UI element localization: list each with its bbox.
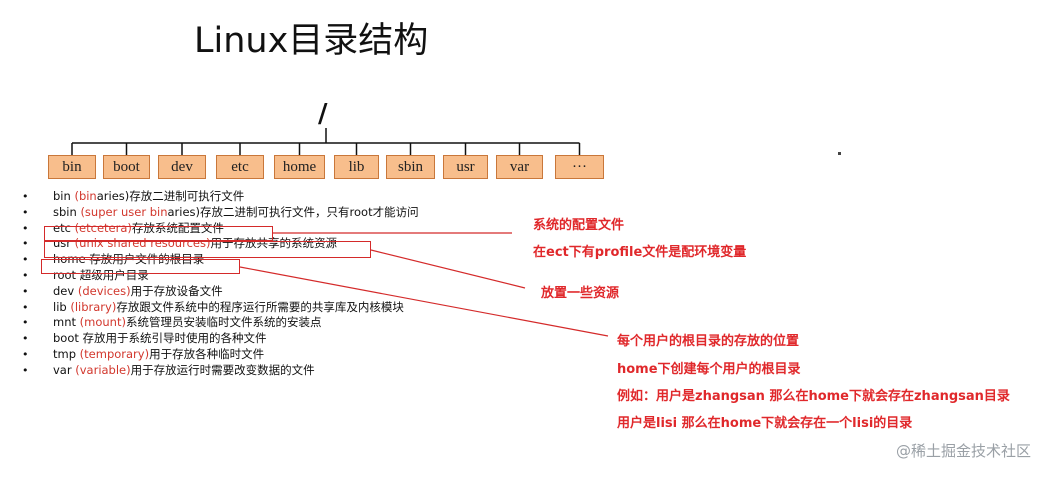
list-item-bin: •bin (binaries)存放二进制可执行文件 [22,189,245,203]
list-item-usr: •usr (unix shared resources)用于存放共享的系统资源 [22,236,337,251]
bullet: • [22,237,29,251]
note-home-location: 每个用户的根目录的存放的位置 [617,334,800,349]
directory-box-more: ··· [555,155,604,179]
bullet: • [22,268,29,282]
directory-box-etc: etc [216,155,264,179]
bullet: • [22,300,29,314]
bullet: • [22,332,29,346]
directory-box-bin: bin [48,155,96,179]
directory-box-sbin: sbin [386,155,435,179]
bullet: • [22,221,29,235]
root-directory-label: / [318,99,328,129]
list-item-root: •root 超级用户目录 [22,267,149,282]
directory-box-boot: boot [103,155,150,179]
bullet: • [22,284,29,298]
directory-box-var: var [496,155,543,179]
bullet: • [22,363,29,377]
list-item-etc: •etc (etcetera)存放系统配置文件 [22,220,224,235]
highlight-box-usr [44,241,371,258]
list-item-tmp: •tmp (temporary)用于存放各种临时文件 [22,346,265,361]
note-home-example-zhangsan: 例如：用户是zhangsan 那么在home下就会存在zhangsan目录 [617,389,1010,404]
bullet: • [22,205,29,219]
page-title: Linux目录结构 [194,21,429,61]
stray-dot [838,152,841,155]
list-item-var: •var (variable)用于存放运行时需要改变数据的文件 [22,362,315,377]
note-usr-resources: 放置一些资源 [541,286,620,301]
directory-box-home: home [274,155,325,179]
bullet: • [22,253,29,267]
list-item-dev: •dev (devices)用于存放设备文件 [22,283,223,298]
watermark: @稀土掘金技术社区 [895,442,1031,460]
bullet: • [22,190,29,203]
highlight-box-home [41,259,240,274]
directory-box-usr: usr [443,155,488,179]
list-item-mnt: •mnt (mount)系统管理员安装临时文件系统的安装点 [22,315,322,330]
directory-description-list: •bin (binaries)存放二进制可执行文件 •sbin (super u… [22,189,419,379]
bullet: • [22,347,29,361]
note-etc-config: 系统的配置文件 [533,218,625,233]
note-etc-profile: 在ect下有profile文件是配环境变量 [533,245,747,260]
highlight-box-etc [44,226,273,241]
note-home-example-lisi: 用户是lisi 那么在home下就会存在一个lisi的目录 [617,416,913,431]
list-item-sbin: •sbin (super user binaries)存放二进制可执行文件，只有… [22,204,419,219]
bullet: • [22,316,29,330]
directory-box-dev: dev [158,155,206,179]
list-item-boot: •boot 存放用于系统引导时使用的各种文件 [22,331,267,346]
list-item-lib: •lib (library)存放跟文件系统中的程序运行所需要的共享库及内核模块 [22,299,404,314]
note-home-create: home下创建每个用户的根目录 [617,362,801,377]
directory-box-lib: lib [334,155,379,179]
